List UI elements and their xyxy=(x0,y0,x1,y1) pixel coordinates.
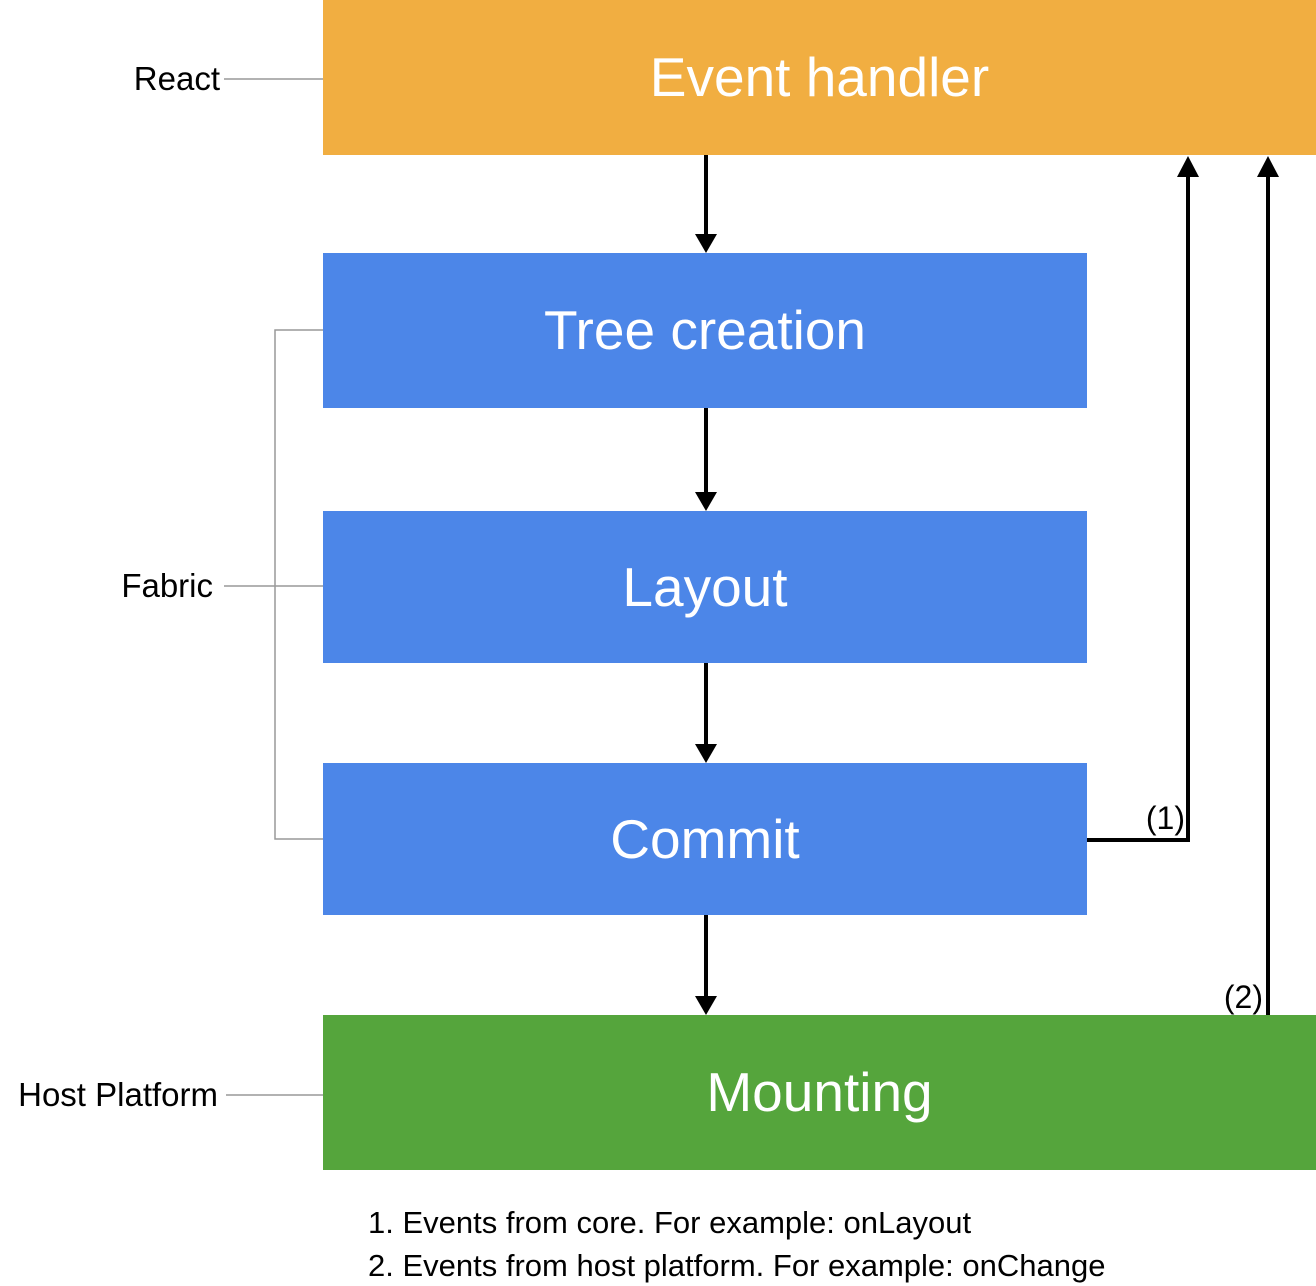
layout-label: Layout xyxy=(622,555,788,618)
callout-1-label: (1) xyxy=(1145,800,1185,836)
footnotes: 1. Events from core. For example: onLayo… xyxy=(368,1201,1105,1286)
host-platform-group-label: Host Platform xyxy=(18,1076,218,1113)
react-group-label: React xyxy=(133,60,220,97)
callout-2-label: (2) xyxy=(1223,979,1263,1015)
footnote-1: 1. Events from core. For example: onLayo… xyxy=(368,1205,972,1240)
commit-box: Commit xyxy=(323,763,1087,915)
fabric-group-label: Fabric xyxy=(121,567,213,604)
arrow-tree-to-layout xyxy=(695,408,717,511)
tree-creation-label: Tree creation xyxy=(544,299,866,361)
mounting-label: Mounting xyxy=(706,1061,933,1123)
arrow-commit-to-event-1 xyxy=(1087,156,1199,842)
layout-box: Layout xyxy=(323,511,1087,663)
tree-creation-box: Tree creation xyxy=(323,253,1087,408)
mounting-box: Mounting xyxy=(323,1015,1316,1170)
arrow-commit-to-mounting xyxy=(695,915,717,1015)
event-handler-box: Event handler xyxy=(323,0,1316,155)
commit-label: Commit xyxy=(610,807,800,870)
arrow-layout-to-commit xyxy=(695,663,717,763)
event-handler-label: Event handler xyxy=(649,46,990,108)
arrow-event-to-tree xyxy=(695,155,717,253)
arrow-mounting-to-event-2 xyxy=(1257,156,1279,1015)
footnote-2: 2. Events from host platform. For exampl… xyxy=(368,1248,1106,1283)
fabric-bracket xyxy=(274,329,323,840)
